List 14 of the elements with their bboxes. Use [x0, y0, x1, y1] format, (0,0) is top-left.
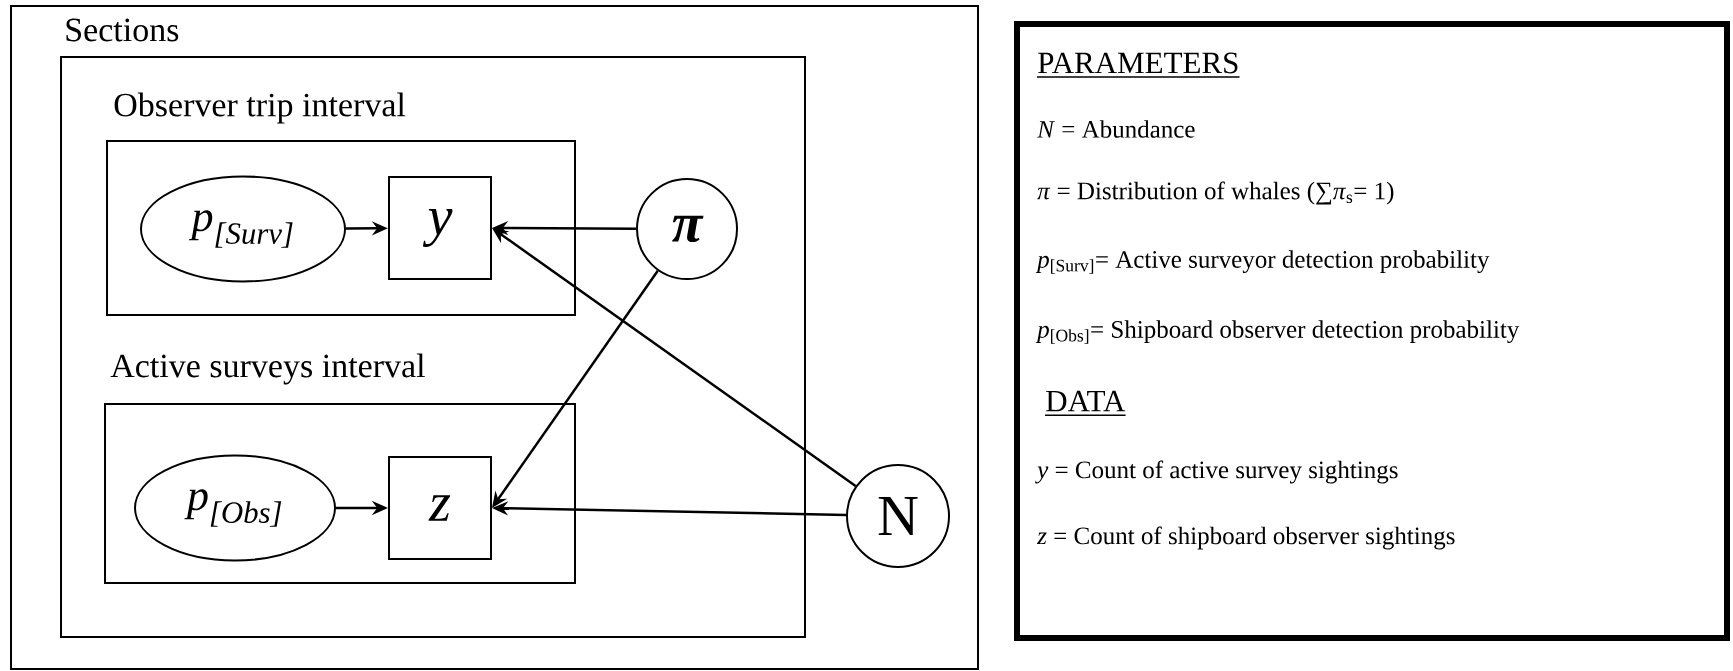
section-heading: PARAMETERS — [1036, 52, 1241, 78]
definition-text: π = Distribution of whales (∑π$_{s}$= 1) — [1037, 181, 1394, 205]
definition-text: z = Count of shipboard observer sightings — [1036, 526, 1455, 550]
section-heading: DATA — [1044, 390, 1127, 416]
definition-text: y = Count of active survey sightings — [1035, 460, 1398, 484]
definition-text: p$_{[Surv]}$= Active surveyor detection probability — [1035, 250, 1490, 274]
plate-box — [60, 56, 806, 638]
definition-text: p$_{[Obs]}$= Shipboard observer detection probability — [1035, 320, 1520, 344]
data-box: y — [388, 176, 492, 280]
definition-text: N = Abundance — [1037, 120, 1195, 138]
data-box: z — [388, 456, 492, 560]
plate-heading: Observer trip interval — [114, 92, 406, 124]
plate-heading: Active surveys interval — [110, 353, 425, 385]
plate-heading: Sections — [66, 18, 179, 42]
